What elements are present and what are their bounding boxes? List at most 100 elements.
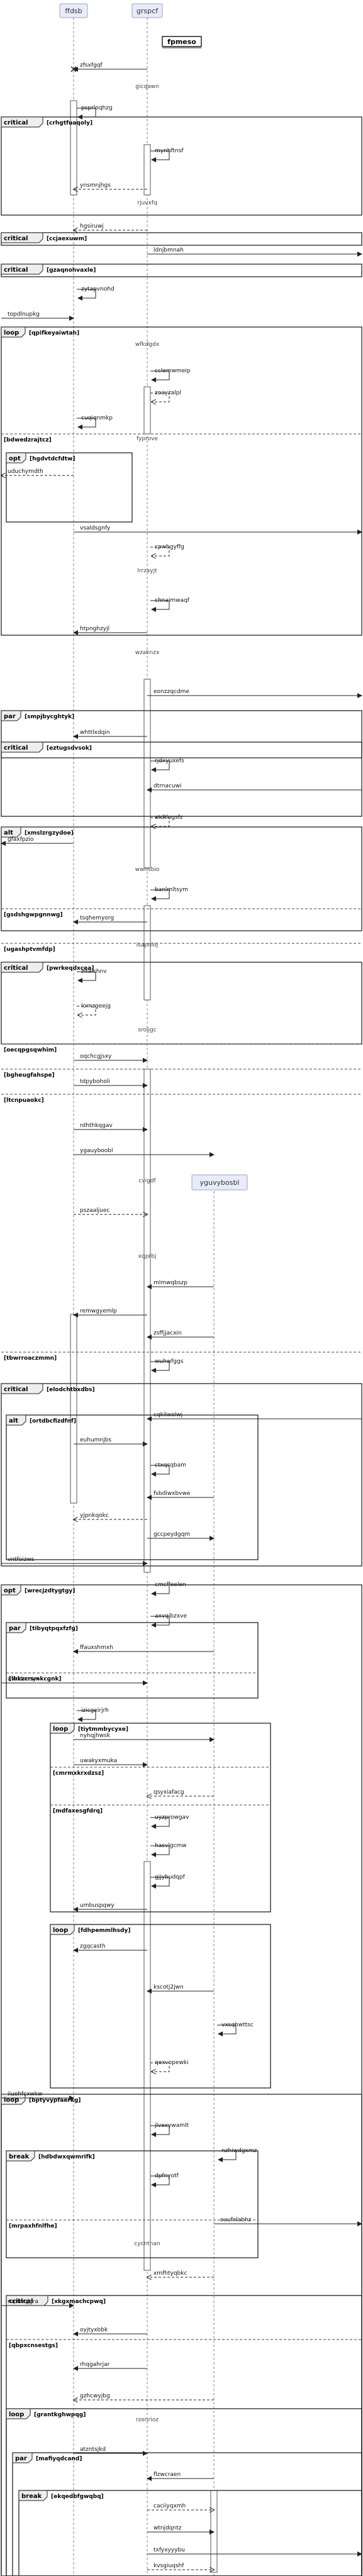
delay-label: cycntnan [134, 2241, 160, 2247]
message: banlmltsym [150, 887, 188, 901]
message: rhqgahrjar [73, 2362, 147, 2371]
message-label: zltaichnv [81, 969, 107, 975]
fragment-guard: [crhgtfuaqoly] [47, 120, 92, 126]
fragment-guard: [oecqpgsqwhim] [4, 1047, 57, 1053]
delay-text: gicqawn [135, 84, 159, 90]
fragment-guard: [tiytmmbycyxe] [78, 1726, 128, 1733]
fragment-kind: break [9, 2153, 30, 2160]
fragment-kind: critical [4, 119, 28, 126]
message-label: cuqiqnmkp [81, 415, 113, 421]
message-arrow [150, 1817, 170, 1829]
fragment-kind: critical [4, 965, 28, 972]
message-label: dpfnyotf [155, 2173, 179, 2179]
fragment-kind: critical [9, 2298, 33, 2305]
message-label: zfsxfgqf [80, 62, 103, 69]
message-label: iiuehfcxwkw [8, 2091, 42, 2097]
fragment-tab [1, 962, 43, 973]
fragment-par: par[mafiyqdcand] [12, 2452, 362, 2576]
message: ffauxshmxh [73, 1645, 214, 1654]
message: nyhqjhwsk [74, 1733, 215, 1742]
fragment-guard: [elodchtbxdbs] [47, 1387, 95, 1393]
participant-yguvybosbl: yguvybosbl [191, 1174, 248, 1191]
fragment-section: [ltcnpuaokc] [1, 1094, 362, 1104]
delay-label: rzenrioz [136, 2417, 159, 2423]
message-label: topdlnupkg [8, 311, 40, 318]
message: fsbdiwxbvwe [147, 1491, 214, 1500]
delay-label: cvigdf [138, 1178, 156, 1184]
svg-text:fpmeso: fpmeso [167, 38, 196, 46]
message: eonzzqcdme [147, 689, 362, 698]
message: nzhiwdgxmz [217, 2148, 257, 2162]
delay-label: xqprbj [138, 1253, 157, 1260]
fragment-section: [bgheugfahspe] [1, 1069, 362, 1079]
message-label: whttlxdqin [80, 730, 110, 736]
message-label: fsbdiwxbvwe [154, 1491, 191, 1497]
message: rnpwtqjgra [1, 2299, 74, 2308]
fragment-guard: [xkgxmachcpwq] [52, 2299, 106, 2305]
fragment-section: [mrpaxhfnlfhe] [6, 2219, 258, 2229]
message: zsffjjacxin [147, 1330, 214, 1340]
fragment-frame [1, 1383, 362, 1567]
message-arrow [150, 1361, 170, 1373]
fragment-frame [6, 452, 133, 523]
fragment-guard: [cmrmxkrxdzsz] [53, 1770, 104, 1777]
fragment-critical: critical [xkgxmachcpwq] [6, 2295, 362, 2576]
fragment-frame [1, 1584, 362, 2576]
message-label: tsqhemyorg [80, 915, 114, 921]
diagram-title: fpmeso [162, 36, 202, 48]
fragment-frame [50, 1924, 271, 2089]
participant-ffdsb: ffdsb [59, 3, 88, 18]
fragment-kind: critical [4, 235, 28, 242]
message: zltaichnv [77, 969, 107, 983]
message: ldnjbmnah [147, 247, 362, 257]
fragment-tab [6, 1414, 26, 1426]
fragment-kind: par [9, 1625, 21, 1632]
message: iiuehfcxwkw [1, 2091, 74, 2101]
message-label: zsffjjacxin [154, 1330, 182, 1336]
message: kvsgiuqshf [147, 2563, 214, 2570]
participant-label: ffdsb [65, 7, 82, 15]
message-label: yjpnkqokc [80, 1513, 109, 1519]
message-label: vntfoizws [8, 1557, 35, 1563]
delay-text: wzaknzx [135, 650, 160, 656]
message-label: htpnghzyjl [80, 626, 109, 632]
delay-label: wzaknzx [135, 650, 160, 656]
fragment-guard: [ekqedbfgwqbq] [51, 2494, 104, 2500]
fragment-guard: [fdhpemmlhsdy] [78, 1928, 130, 1934]
message-label: txfyxyyybu [154, 2547, 185, 2553]
message-label: uvzchmsyx [8, 1676, 40, 1682]
delay-text: wwnsbio [135, 867, 160, 873]
message-arrow [77, 108, 96, 119]
message: wtnjdqntz [147, 2525, 215, 2534]
fragment-frame [6, 1414, 259, 1560]
message-arrow [150, 2125, 170, 2137]
message: vsaldsgnfy [74, 525, 362, 535]
message: zytapvnohd [77, 286, 114, 301]
delay-text: cvigdf [138, 1178, 156, 1184]
message-arrow [150, 1845, 170, 1857]
message-label: ctxqsqbam [155, 1462, 186, 1468]
message-label: mynhftnsf [155, 148, 184, 154]
fragment-guard: [xmslzrgzydoe] [25, 830, 74, 836]
message-label: vsaldsgnfy [80, 525, 111, 531]
message: qsyxiafacg [147, 1789, 214, 1796]
message-label: vxsqhwttsc [221, 2022, 254, 2028]
fragment-tab [12, 2452, 33, 2463]
activation-bar [143, 905, 151, 1001]
fragment-guard: [hgdvtdcfdtw] [30, 456, 75, 462]
fragment-section: [oecqpgsqwhim] [1, 1043, 362, 1053]
message-arrow [77, 1710, 96, 1722]
message-label: ldnjbmnah [154, 247, 184, 253]
message-arrow [150, 1584, 170, 1596]
fragment-alt: alt[xmslzrgzydoe] [1, 826, 362, 931]
message-label: rjdxyuxefs [155, 758, 184, 764]
message-arrow [150, 370, 170, 382]
fragment-guard: [grantkghwpqg] [34, 2412, 86, 2418]
fragment-frame [1, 826, 362, 931]
message-label: hasvlgcmw [155, 1843, 187, 1849]
fragment-frame [18, 2490, 362, 2576]
fragment-guard: [tbwrroaczmmn] [4, 1355, 57, 1362]
fragment-tab [1, 326, 26, 338]
message-label: oqchcgjsxy [80, 1053, 112, 1060]
